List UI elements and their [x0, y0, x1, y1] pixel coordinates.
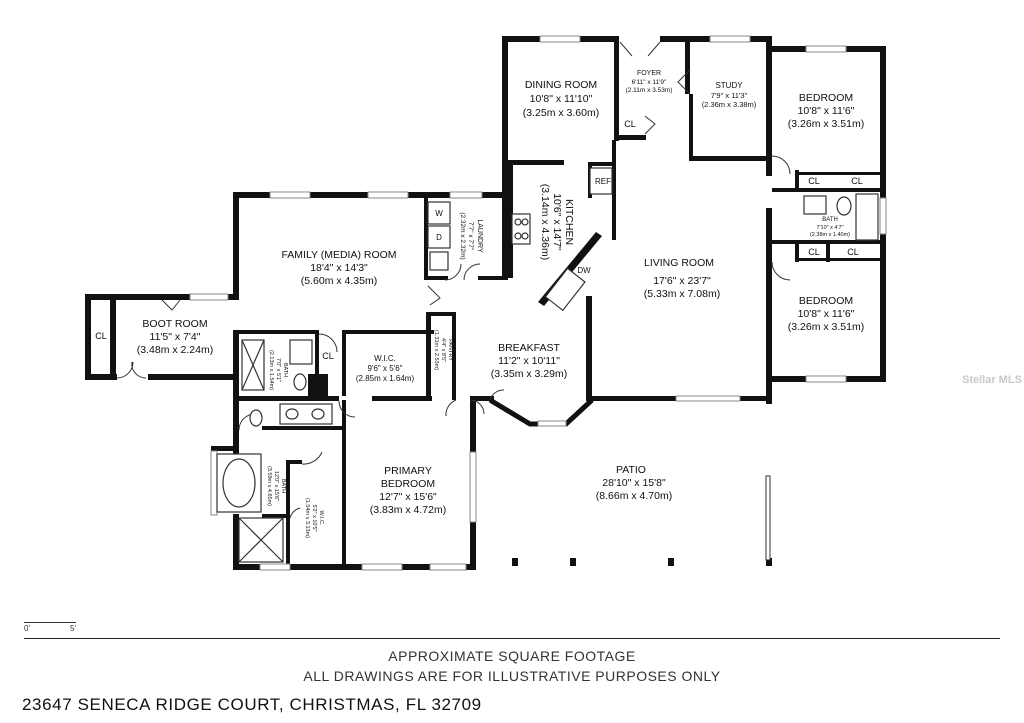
- boot-room-dim-metric: (3.48m x 2.24m): [137, 344, 213, 356]
- patio-name: PATIO: [616, 464, 646, 476]
- study-dim-imperial: 7'9" x 11'3": [711, 91, 748, 100]
- closet-label-bedroom-bottom-1: CL: [808, 247, 820, 257]
- primary-bedroom-dim-metric: (3.83m x 4.72m): [370, 504, 446, 516]
- boot-room-dim-imperial: 11'5" x 7'4": [150, 331, 201, 343]
- breakfast-name: BREAKFAST: [498, 342, 560, 354]
- bathtub-right: [855, 193, 879, 241]
- washer: [427, 201, 451, 225]
- foyer-dim-metric: (2.11m x 3.53m): [626, 87, 673, 94]
- doors: [116, 41, 791, 519]
- dining-room-dim-imperial: 10'8" x 11'10": [530, 93, 593, 105]
- wic-bottom-dim-imperial: 5'2" x 10'5": [311, 504, 317, 531]
- bath-right-name: BATH: [822, 217, 838, 223]
- pantry-name: PANTRY: [447, 339, 453, 361]
- bath-left-dim-metric: (2.13m x 1.54m): [268, 350, 274, 390]
- pantry-dim-imperial: 4'4" x 8'5": [440, 338, 446, 362]
- bath-sink-right: [803, 195, 827, 215]
- room-labels: DINING ROOM 10'8" x 11'10" (3.25m x 3.60…: [137, 70, 864, 538]
- dryer: [427, 225, 451, 249]
- closet-label-bedroom-bottom-2: CL: [847, 247, 859, 257]
- laundry-name: LAUNDRY: [476, 219, 483, 253]
- bedroom-top-dim-imperial: 10'8" x 11'6": [798, 105, 855, 117]
- primary-bath-dim-imperial: 12'0" x 15'6": [273, 471, 279, 501]
- bedroom-top-name: BEDROOM: [799, 92, 853, 104]
- laundry-sink: [429, 251, 449, 271]
- closet-label-bedroom-top-2: CL: [851, 176, 863, 186]
- closet-label-foyer: CL: [624, 119, 636, 129]
- kitchen-dim-metric: (3.14m x 4.36m): [539, 184, 551, 260]
- kitchen-name: KITCHEN: [563, 199, 575, 245]
- family-room-dim-imperial: 18'4" x 14'3": [310, 262, 368, 274]
- washer-label: W: [435, 209, 443, 218]
- laundry-dim-metric: (2.32m x 2.32m): [459, 212, 466, 259]
- property-address: 23647 SENECA RIDGE COURT, CHRISTMAS, FL …: [22, 695, 482, 714]
- windows: [189, 35, 887, 571]
- pantry-dim-metric: (1.31m x 2.53m): [433, 330, 439, 370]
- footer-square-footage: APPROXIMATE SQUARE FOOTAGE: [388, 648, 636, 664]
- living-room-name: LIVING ROOM: [644, 257, 714, 269]
- living-room-dim-imperial: 17'6" x 23'7": [653, 275, 711, 287]
- dishwasher-label: DW: [577, 266, 591, 275]
- refrigerator-label: REF: [595, 177, 611, 186]
- refrigerator: [589, 167, 613, 195]
- breakfast-dim-imperial: 11'2" x 10'11": [498, 355, 560, 367]
- bath-left-name: BATH: [282, 363, 288, 377]
- watermark: Stellar MLS: [962, 374, 1022, 386]
- footer-disclaimer: ALL DRAWINGS ARE FOR ILLUSTRATIVE PURPOS…: [303, 668, 721, 684]
- walls: [85, 36, 886, 570]
- wic-bottom-name: W.I.C.: [318, 511, 324, 526]
- fixtures: [216, 167, 879, 563]
- dryer-label: D: [436, 233, 442, 242]
- fixture-labels: CL CL CL CL CL CL CL REF DW W D: [95, 119, 863, 361]
- wic-top-name: W.I.C.: [374, 354, 396, 363]
- dining-room-dim-metric: (3.25m x 3.60m): [523, 107, 599, 119]
- patio-dim-metric: (8.66m x 4.70m): [596, 490, 672, 502]
- scale-start-label: 0': [24, 624, 30, 633]
- primary-bedroom-name-2: BEDROOM: [381, 478, 435, 490]
- closet-label-hall: CL: [322, 351, 334, 361]
- bedroom-bottom-name: BEDROOM: [799, 295, 853, 307]
- patio-dim-imperial: 28'10" x 15'8": [602, 477, 666, 489]
- bedroom-bottom-dim-imperial: 10'8" x 11'6": [798, 308, 855, 320]
- cooktop: [511, 213, 531, 245]
- family-room-dim-metric: (5.60m x 4.35m): [301, 275, 377, 287]
- wic-top-dim-metric: (2.85m x 1.64m): [356, 374, 415, 383]
- scale-bar: [24, 618, 76, 623]
- family-room-name: FAMILY (MEDIA) ROOM: [281, 249, 396, 261]
- bath-right-dim-metric: (2.38m x 1.40m): [810, 232, 850, 238]
- bedroom-top-dim-metric: (3.26m x 3.51m): [788, 118, 864, 130]
- dining-room-name: DINING ROOM: [525, 79, 597, 91]
- bath-sink-left: [289, 339, 313, 365]
- laundry-dim-imperial: 7'7" x 7'7": [467, 222, 474, 251]
- bedroom-bottom-dim-metric: (3.26m x 3.51m): [788, 321, 864, 333]
- boot-room-name: BOOT ROOM: [142, 318, 207, 330]
- wic-bottom-dim-metric: (1.54m x 3.13m): [304, 498, 310, 538]
- bath-right-dim-imperial: 7'10" x 4'7": [816, 225, 843, 231]
- bath-left-dim-imperial: 7'0" x 5'1": [275, 358, 281, 382]
- breakfast-dim-metric: (3.35m x 3.29m): [491, 368, 567, 380]
- foyer-name: FOYER: [637, 70, 661, 77]
- kitchen-dim-imperial: 10'6" x 14'7": [551, 193, 563, 251]
- wic-top-dim-imperial: 9'6" x 5'6": [368, 364, 403, 373]
- primary-bedroom-dim-imperial: 12'7" x 15'6": [379, 491, 437, 503]
- footer-divider: [24, 638, 1000, 639]
- primary-bedroom-name-1: PRIMARY: [384, 465, 432, 477]
- foyer-dim-imperial: 6'11" x 11'9": [632, 79, 667, 86]
- primary-bath-dim-metric: (3.59m x 4.65m): [266, 466, 272, 506]
- living-room-dim-metric: (5.33m x 7.08m): [644, 288, 720, 300]
- study-dim-metric: (2.36m x 3.38m): [702, 100, 757, 109]
- closet-label-boot-room: CL: [95, 331, 107, 341]
- scale-end-label: 5': [70, 624, 76, 633]
- study-name: STUDY: [715, 81, 743, 90]
- closet-label-bedroom-top-1: CL: [808, 176, 820, 186]
- primary-bath-name: BATH: [280, 479, 286, 493]
- kitchen-sink: [544, 267, 586, 312]
